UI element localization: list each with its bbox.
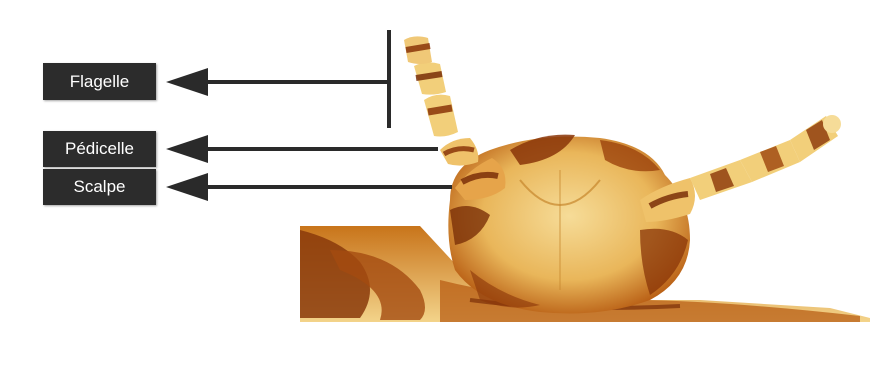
label-scalpe: Scalpe bbox=[43, 169, 156, 205]
label-pedicelle: Pédicelle bbox=[43, 131, 156, 167]
left-antenna bbox=[404, 36, 505, 200]
label-flagelle: Flagelle bbox=[43, 63, 156, 100]
arrow-flagelle bbox=[166, 68, 389, 96]
head-capsule bbox=[448, 135, 690, 314]
right-antenna bbox=[640, 115, 841, 222]
arrow-scalpe bbox=[166, 173, 452, 201]
arrow-pedicelle bbox=[166, 135, 438, 163]
